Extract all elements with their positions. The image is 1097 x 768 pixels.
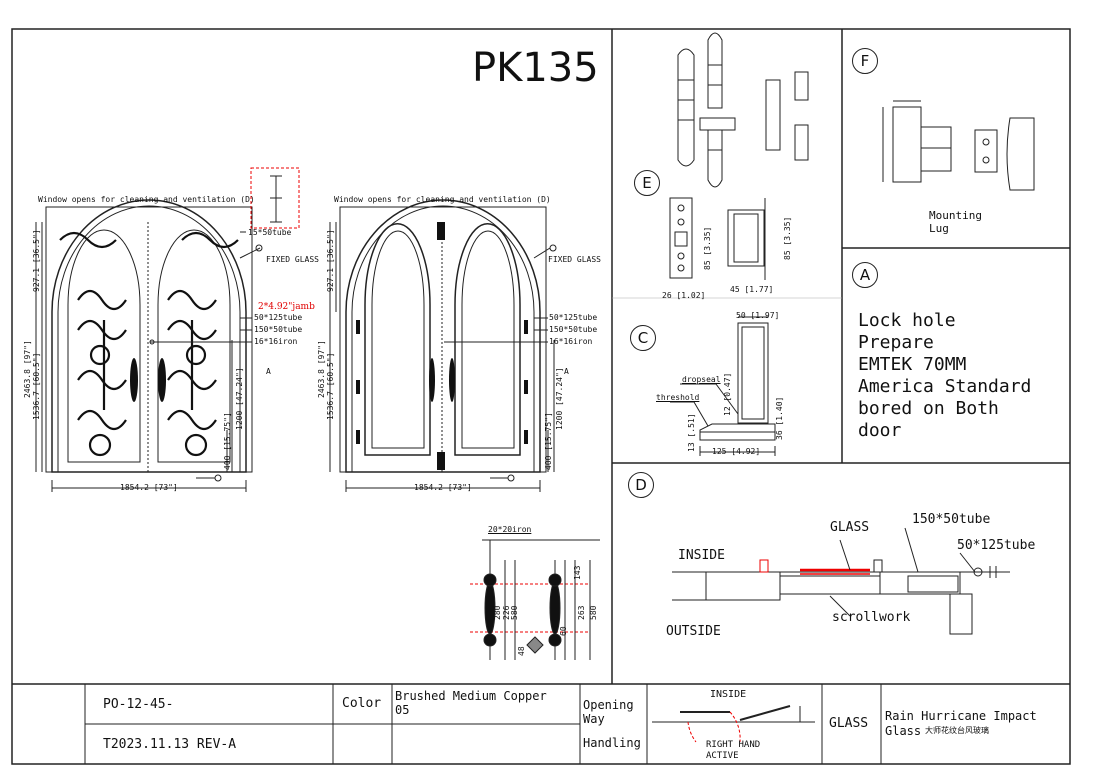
panel-e-dim-2: 85 [3.35]: [703, 226, 712, 270]
panel-f-caption-2: Lug: [929, 222, 949, 235]
panel-c-top-dim: 50 [1.97]: [736, 311, 780, 320]
hinge-detail: [669, 32, 809, 280]
handle-dim-4: 143: [573, 565, 582, 580]
title-glass-value-2: Glass: [885, 724, 922, 738]
panel-a-line-1: Lock hole: [858, 310, 956, 331]
front-fixed-glass: FIXED GLASS: [266, 255, 319, 264]
handle-dim-1: 280: [493, 605, 502, 620]
back-dim-left-lower: 1536.7 [60.5"]: [326, 352, 335, 420]
panel-d-scrollwork: scrollwork: [832, 610, 911, 625]
front-iron: 16*16iron: [254, 337, 298, 346]
back-dim-lock-height: 1200 [47.24"]: [555, 367, 564, 430]
panel-a-line-6: door: [858, 420, 902, 441]
panel-d-tube-125: 50*125tube: [957, 538, 1036, 553]
front-dim-left-lower: 1536.7 [60.5"]: [32, 352, 41, 420]
front-dim-arch-height: 927.1 [36.5"]: [32, 229, 41, 292]
handle-dim-7: 60: [559, 626, 568, 636]
panel-e-dim-4: 85 [3.35]: [783, 216, 792, 260]
panel-a-line-3: EMTEK 70MM: [858, 354, 967, 375]
front-tube-125: 50*125tube: [254, 313, 303, 322]
title-rev: T2023.11.13 REV-A: [103, 737, 237, 752]
front-tube-top: 15*50tube: [248, 228, 292, 237]
panel-d-inside: INSIDE: [678, 548, 725, 563]
front-tube-150: 150*50tube: [254, 325, 303, 334]
title-right-hand-2: ACTIVE: [706, 751, 739, 761]
threshold-detail: [670, 316, 776, 456]
front-dim-width: 1854.2 [73"]: [120, 483, 178, 492]
front-window-note: Window opens for cleaning and ventilatio…: [38, 195, 255, 204]
panel-d-label: D: [628, 472, 654, 498]
front-dim-total-height: 2463.8 [97"]: [23, 340, 32, 398]
panel-e-dim-1: 26 [1.02]: [662, 291, 706, 300]
front-callout-a: A: [266, 367, 271, 376]
panel-e-label: E: [634, 170, 660, 196]
panel-a-line-5: bored on Both: [858, 398, 999, 419]
back-door-elevation: [329, 199, 557, 492]
handle-dim-3: 580: [510, 605, 519, 620]
title-po: PO-12-45-: [103, 697, 174, 712]
handle-iron: 20*20iron: [488, 525, 532, 534]
title-glass-label: GLASS: [829, 716, 869, 731]
back-tube-125: 50*125tube: [549, 313, 598, 322]
back-dim-width: 1854.2 [73"]: [414, 483, 472, 492]
panel-e-dim-3: 45 [1.77]: [730, 285, 774, 294]
panel-c-dim-12: 12 [0.47]: [723, 372, 732, 416]
panel-c-dim-36: 36 [1.40]: [775, 396, 784, 440]
back-dim-total-height: 2463.8 [97"]: [317, 340, 326, 398]
panel-c-dim-13: 13 [.51]: [687, 413, 696, 452]
front-dim-bottom: 400 [15.75"]: [223, 412, 232, 470]
back-window-note: Window opens for cleaning and ventilatio…: [334, 195, 551, 204]
panel-a-label: A: [852, 262, 878, 288]
back-dim-bottom: 400 [15.75"]: [544, 412, 553, 470]
panel-f-label: F: [852, 48, 878, 74]
title-color-value-2: 05: [395, 703, 410, 717]
front-dim-lock-height: 1200 [47.24"]: [235, 367, 244, 430]
panel-a-line-4: America Standard: [858, 376, 1032, 397]
mounting-lug-detail: [882, 100, 1035, 191]
handle-dim-6: 580: [589, 605, 598, 620]
title-color-label: Color: [342, 696, 382, 711]
title-glass-value-cn: 大师花纹台风玻璃: [925, 726, 989, 735]
handle-detail: [470, 539, 600, 660]
panel-c-label: C: [630, 325, 656, 351]
handle-dim-8: 48: [517, 646, 526, 656]
title-color-value-1: Brushed Medium Copper: [395, 689, 547, 703]
title-right-hand-1: RIGHT HAND: [706, 740, 761, 750]
back-dim-arch-height: 927.1 [36.5"]: [326, 229, 335, 292]
back-tube-150: 150*50tube: [549, 325, 598, 334]
glass-section-detail: [672, 527, 1010, 635]
title-opening-3: Handling: [583, 736, 641, 750]
front-door-elevation: [35, 167, 300, 492]
front-jamb-note: 2*4.92"jamb: [258, 302, 315, 312]
handle-dim-5: 263: [577, 605, 586, 620]
panel-c-dim-125: 125 [4.92]: [712, 447, 761, 456]
model-number: PK135: [472, 45, 599, 91]
panel-a-line-2: Prepare: [858, 332, 934, 353]
panel-d-glass: GLASS: [830, 520, 870, 535]
back-callout-a: A: [564, 367, 569, 376]
title-opening-1: Opening: [583, 698, 634, 712]
title-opening-2: Way: [583, 712, 605, 726]
panel-f-caption-1: Mounting: [929, 209, 982, 222]
panel-c-dropseal: dropseal: [682, 375, 721, 384]
handing-sketch: [652, 705, 815, 743]
back-iron: 16*16iron: [549, 337, 593, 346]
panel-d-tube-150: 150*50tube: [912, 512, 991, 527]
panel-d-outside: OUTSIDE: [666, 624, 721, 639]
title-inside: INSIDE: [710, 689, 747, 700]
title-glass-value-1: Rain Hurricane Impact: [885, 709, 1037, 723]
back-fixed-glass: FIXED GLASS: [548, 255, 601, 264]
panel-c-threshold: threshold: [656, 393, 700, 402]
